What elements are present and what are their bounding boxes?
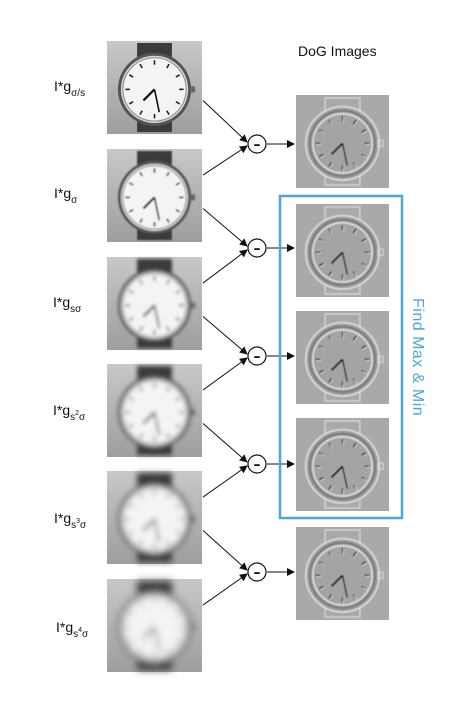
minus-operator-icon xyxy=(247,238,267,258)
arrow xyxy=(202,249,248,284)
gaussian-images-column xyxy=(107,41,202,672)
minus-operator-2: – xyxy=(202,208,295,284)
gaussian-label-2: I*gσ xyxy=(54,185,78,206)
minus-operator-icon xyxy=(247,562,267,582)
minus-operator-4: – xyxy=(202,423,295,498)
label-base: I*g xyxy=(53,402,70,418)
arrow xyxy=(202,357,248,391)
arrow xyxy=(202,573,248,606)
arrow xyxy=(202,423,248,463)
minus-operator-3: – xyxy=(202,316,295,391)
arrow xyxy=(202,208,248,247)
minus-symbol: – xyxy=(254,457,261,473)
dog-images-title: DoG Images xyxy=(298,43,377,59)
minus-operator-icon xyxy=(247,346,267,366)
gaussian-label-4: I*gs2σ xyxy=(53,402,86,423)
gaussian-image-3 xyxy=(107,257,202,350)
gaussian-label-5: I*gs3σ xyxy=(54,510,87,531)
label-subscript-tail: σ xyxy=(79,412,86,423)
gaussian-image-5 xyxy=(107,471,202,564)
label-subscript: s xyxy=(70,412,75,423)
gaussian-image-1 xyxy=(107,41,202,134)
label-base: I*g xyxy=(54,78,71,94)
find-max-min-label: Find Max & Min xyxy=(409,298,426,416)
dog-image-1 xyxy=(296,95,389,188)
label-base: I*g xyxy=(56,619,73,635)
minus-operator-5: – xyxy=(202,530,295,606)
label-subscript-tail: σ xyxy=(80,520,87,531)
label-subscript: s xyxy=(71,520,76,531)
arrow xyxy=(202,530,248,571)
gaussian-image-4 xyxy=(107,364,202,457)
gaussian-image-2 xyxy=(107,149,202,242)
minus-symbol: – xyxy=(254,241,261,257)
difference-operators: – – – – – xyxy=(202,100,295,606)
label-base: I*g xyxy=(53,294,70,310)
dog-image-3 xyxy=(296,311,389,404)
minus-symbol: – xyxy=(254,565,261,581)
label-subscript: σ xyxy=(71,195,78,206)
label-subscript: s xyxy=(73,629,78,640)
label-base: I*g xyxy=(54,510,71,526)
minus-operator-1: – xyxy=(202,100,295,176)
arrow xyxy=(202,100,248,143)
minus-operator-icon xyxy=(247,134,267,154)
label-subscript: σ/s xyxy=(71,88,85,99)
minus-operator-icon xyxy=(247,454,267,474)
label-subscript-tail: σ xyxy=(82,629,89,640)
arrow xyxy=(202,465,248,498)
label-subscript: sσ xyxy=(70,304,82,315)
gaussian-label-3: I*gsσ xyxy=(53,294,82,315)
gaussian-label-1: I*gσ/s xyxy=(54,78,85,99)
arrow xyxy=(202,316,248,355)
minus-symbol: – xyxy=(254,137,261,153)
gaussian-image-6 xyxy=(107,579,202,672)
label-superscript: 4 xyxy=(78,627,82,634)
find-max-min-box xyxy=(278,194,404,520)
dog-image-5 xyxy=(296,527,389,620)
arrow xyxy=(202,145,248,176)
label-superscript: 2 xyxy=(75,410,79,417)
minus-symbol: – xyxy=(254,349,261,365)
label-base: I*g xyxy=(54,185,71,201)
label-superscript: 3 xyxy=(76,518,80,525)
dog-image-4 xyxy=(296,418,389,511)
gaussian-label-6: I*gs4σ xyxy=(56,619,89,640)
dog-images-column xyxy=(296,95,389,620)
dog-image-2 xyxy=(296,204,389,297)
